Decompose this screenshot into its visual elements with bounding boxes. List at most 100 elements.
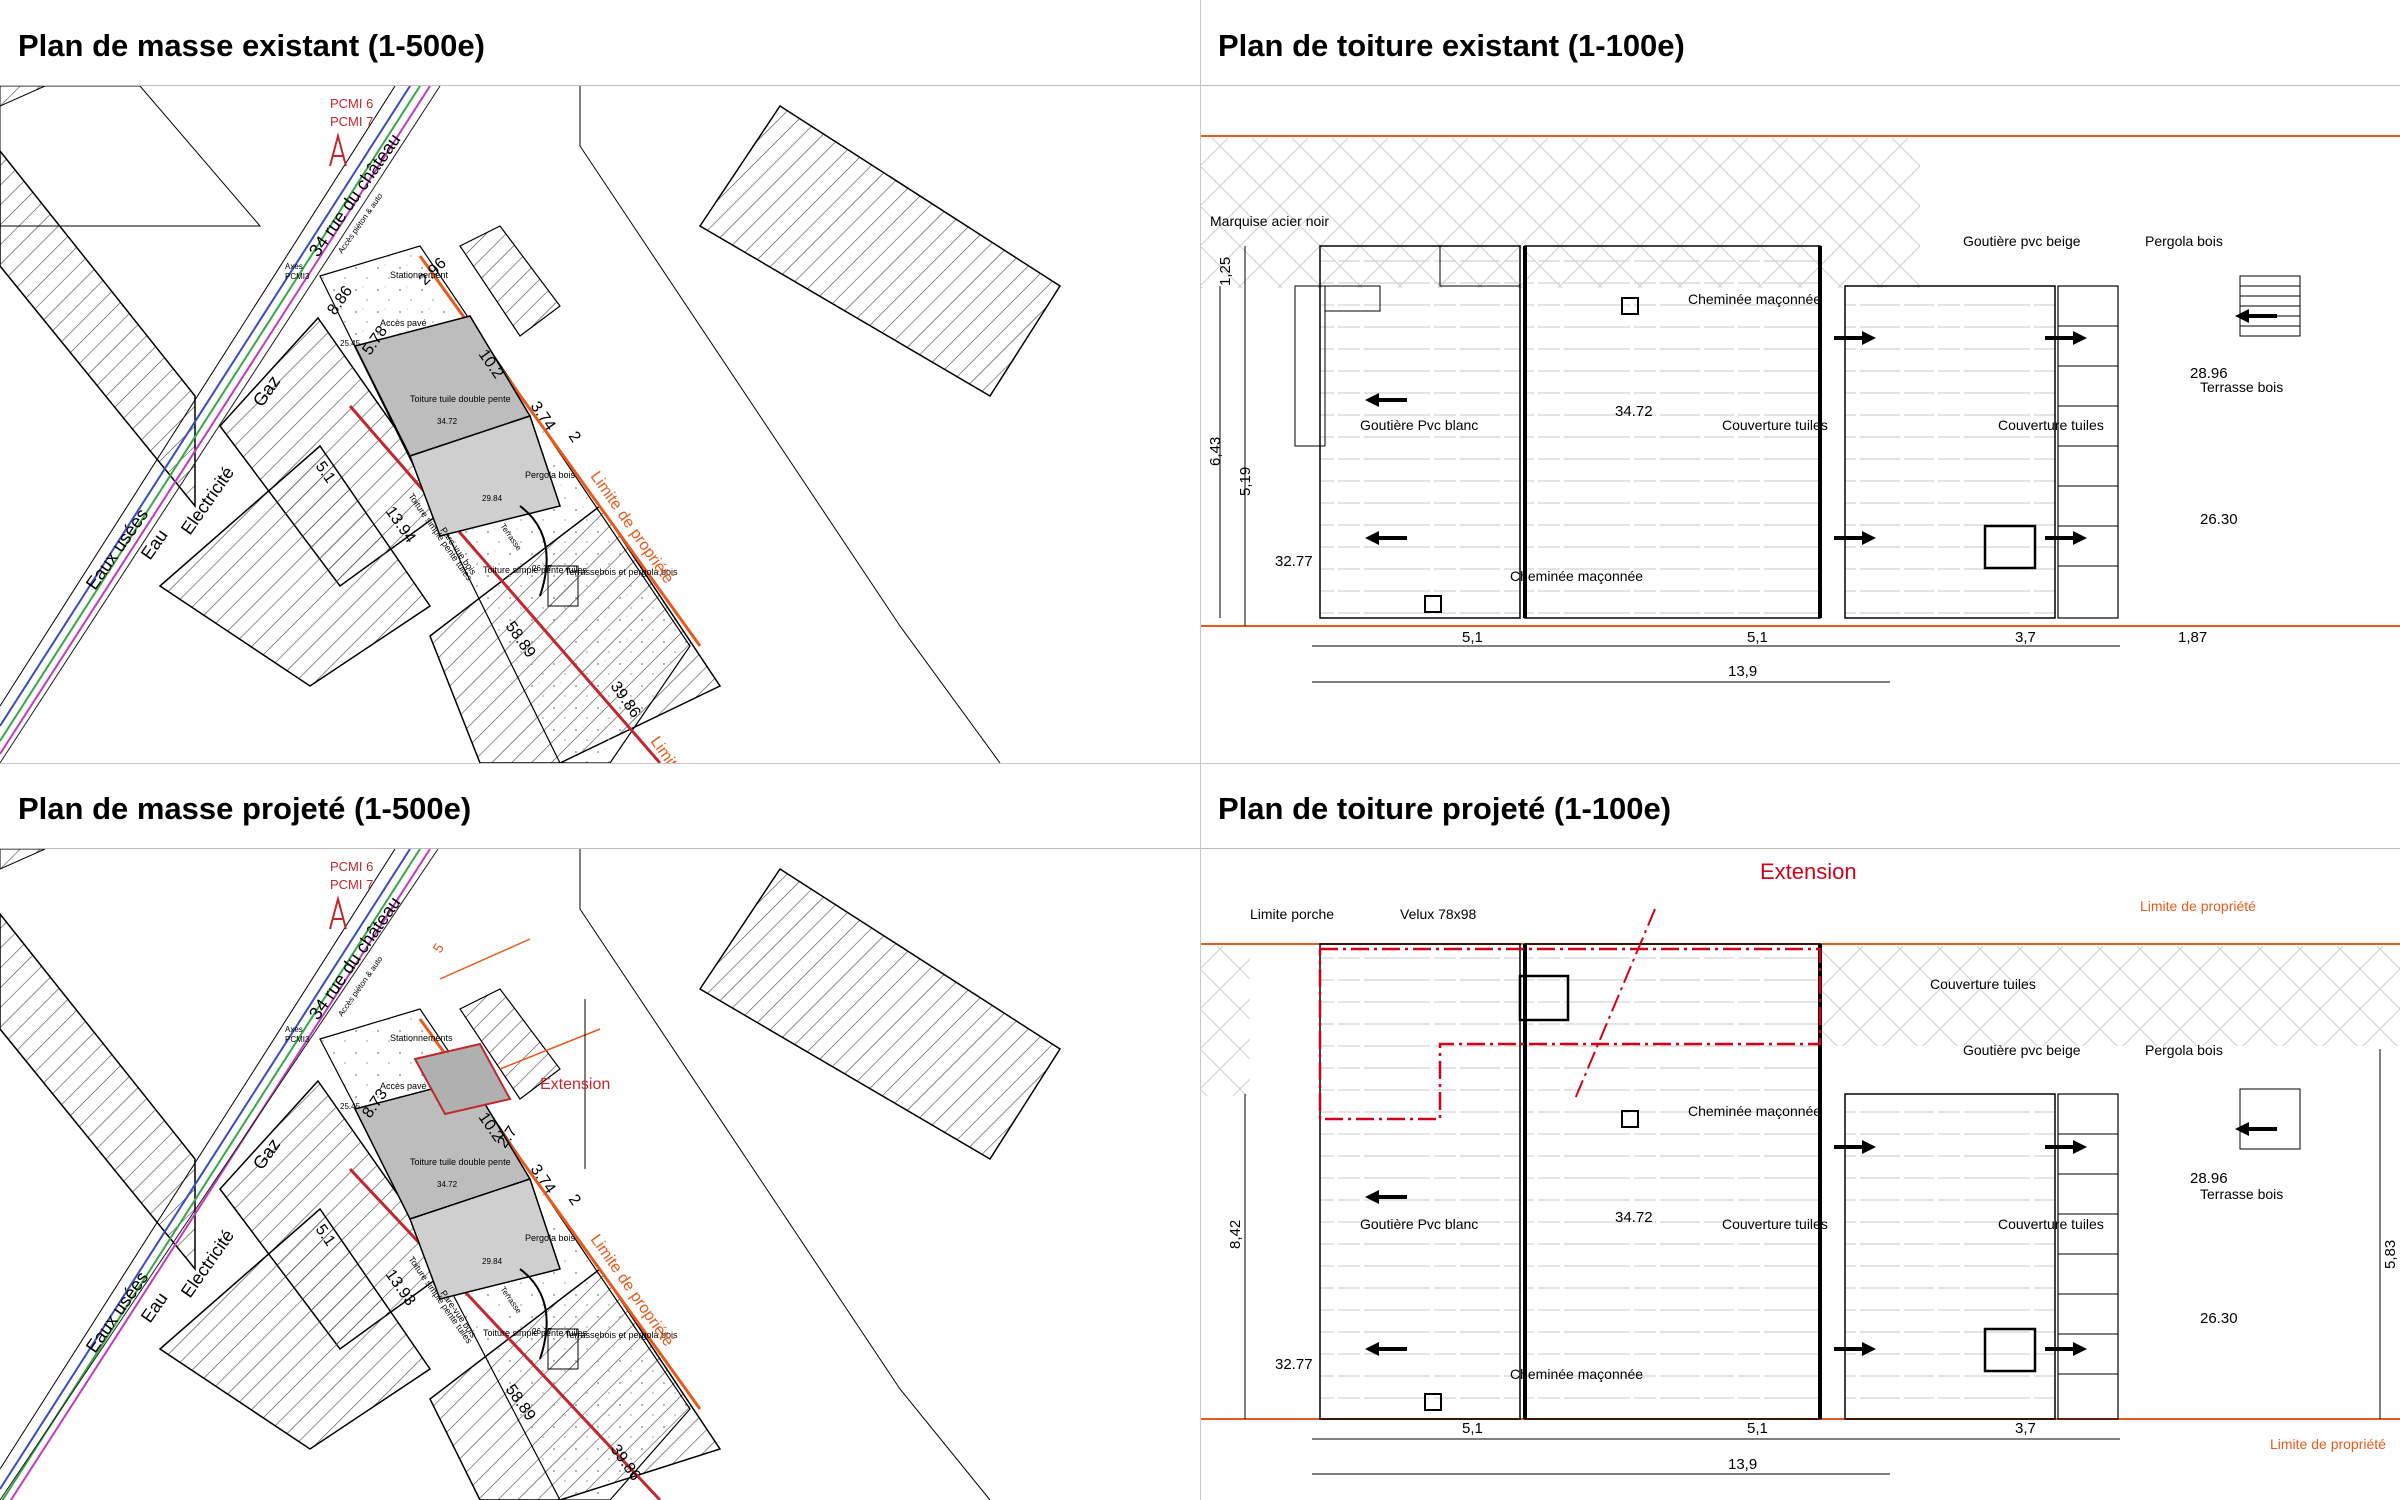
svg-text:Goutière pvc beige: Goutière pvc beige: [1963, 1042, 2081, 1058]
svg-text:Cheminée maçonnée: Cheminée maçonnée: [1688, 1103, 1821, 1119]
svg-text:5,1: 5,1: [1747, 1420, 1768, 1437]
svg-text:5,1: 5,1: [1747, 629, 1768, 646]
chimney: [1621, 297, 1639, 315]
svg-text:Couverture tuiles: Couverture tuiles: [1930, 976, 2036, 992]
panel-title: Plan de toiture projeté (1-100e): [1200, 763, 2400, 849]
svg-text:29.84: 29.84: [482, 494, 503, 503]
svg-text:PCMI3: PCMI3: [285, 272, 310, 281]
neighbour-building: [158, 444, 432, 687]
svg-text:13,9: 13,9: [1728, 663, 1757, 680]
svg-text:28.96: 28.96: [2190, 365, 2228, 382]
svg-text:Couverture tuiles: Couverture tuiles: [1998, 417, 2104, 433]
svg-text:Toiture tuile double pente: Toiture tuile double pente: [410, 1157, 511, 1167]
svg-text:Eau: Eau: [137, 1289, 172, 1327]
property-limit-label: Limite de propriété: [2140, 898, 2256, 914]
svg-text:32.77: 32.77: [1275, 553, 1313, 570]
svg-text:Goutière pvc beige: Goutière pvc beige: [1963, 233, 2081, 249]
svg-text:8,42: 8,42: [1227, 1220, 1244, 1249]
svg-text:PCMI 6: PCMI 6: [330, 859, 373, 874]
svg-text:Pergola bois: Pergola bois: [2145, 1042, 2223, 1058]
svg-text:Pergola bois: Pergola bois: [525, 470, 576, 480]
neighbour-building: [0, 149, 196, 509]
extension-label: Extension: [540, 1076, 610, 1093]
svg-text:Cheminée maçonnée: Cheminée maçonnée: [1510, 1366, 1643, 1382]
vertical-divider: [1200, 0, 1201, 1500]
panel-masse-existant: Plan de masse existant (1-500e): [0, 0, 1200, 763]
svg-text:Cheminée maçonnée: Cheminée maçonnée: [1688, 291, 1821, 307]
svg-text:5,1: 5,1: [1462, 1420, 1483, 1437]
svg-text:Terrasse bois: Terrasse bois: [2200, 1186, 2283, 1202]
svg-text:Toiture simple pente tuiles: Toiture simple pente tuiles: [483, 565, 588, 575]
extension-title: Extension: [1760, 859, 1857, 884]
svg-text:2: 2: [565, 429, 584, 446]
svg-text:Limite: Limite: [647, 734, 685, 763]
svg-text:34.72: 34.72: [1615, 403, 1653, 420]
svg-text:Stationnement: Stationnement: [390, 270, 449, 280]
svg-text:34.72: 34.72: [437, 417, 458, 426]
svg-text:Goutière Pvc blanc: Goutière Pvc blanc: [1360, 1216, 1478, 1232]
svg-text:26.37: 26.37: [532, 564, 553, 573]
svg-text:Limite porche: Limite porche: [1250, 906, 1334, 922]
svg-text:34.72: 34.72: [437, 1180, 458, 1189]
svg-text:Couverture tuiles: Couverture tuiles: [1722, 1216, 1828, 1232]
panel-title: Plan de toiture existant (1-100e): [1200, 0, 2400, 86]
svg-text:Stationnements: Stationnements: [390, 1033, 453, 1043]
svg-text:5,1: 5,1: [1462, 629, 1483, 646]
roof-plan-projected: 8,42 5,83 Extension Limite porche Velux …: [1200, 859, 2400, 1475]
svg-text:26.30: 26.30: [2200, 511, 2238, 528]
svg-text:26.30: 26.30: [2200, 1310, 2238, 1327]
svg-text:25.45: 25.45: [340, 339, 361, 348]
svg-text:Accès pavé: Accès pavé: [380, 318, 427, 328]
svg-text:29.84: 29.84: [482, 1257, 503, 1266]
svg-text:2: 2: [565, 1192, 584, 1209]
neighbour-building: [698, 104, 1062, 398]
extension-area: [413, 1042, 512, 1116]
svg-text:Accès pavé: Accès pavé: [380, 1081, 427, 1091]
horizontal-divider: [0, 763, 2400, 764]
svg-text:Goutière Pvc blanc: Goutière Pvc blanc: [1360, 417, 1478, 433]
svg-text:Couverture tuiles: Couverture tuiles: [1722, 417, 1828, 433]
water-network: [0, 86, 421, 742]
label-marquise: Marquise acier noir: [1210, 213, 1329, 229]
svg-text:Toiture simple pente tuiles: Toiture simple pente tuiles: [483, 1328, 588, 1338]
panel-toiture-projete: Plan de toiture projeté (1-100e): [1200, 763, 2400, 1500]
svg-text:Pergola bois: Pergola bois: [2145, 233, 2223, 249]
roof-section: [1524, 245, 1821, 619]
svg-text:5,83: 5,83: [2382, 1240, 2399, 1269]
svg-text:6,43: 6,43: [1207, 437, 1224, 466]
svg-text:Terrassebois et pergola bois: Terrassebois et pergola bois: [565, 1330, 678, 1340]
svg-text:28.96: 28.96: [2190, 1170, 2228, 1187]
svg-text:Velux 78x98: Velux 78x98: [1400, 906, 1476, 922]
svg-text:32.77: 32.77: [1275, 1356, 1313, 1373]
panel-title: Plan de masse projeté (1-500e): [0, 763, 1200, 849]
roof-plan-existing: 1,25 6,43 5,19 Marquise acier noir Chemi…: [1200, 135, 2400, 683]
house-annex: [409, 415, 561, 537]
svg-text:1,87: 1,87: [2178, 629, 2207, 646]
svg-text:26.37: 26.37: [532, 1327, 553, 1336]
svg-text:3,7: 3,7: [2015, 629, 2036, 646]
svg-text:25.45: 25.45: [340, 1102, 361, 1111]
svg-text:Axes: Axes: [285, 262, 303, 271]
svg-text:Toiture tuile double pente: Toiture tuile double pente: [410, 394, 511, 404]
svg-text:1,25: 1,25: [1217, 257, 1234, 286]
roof-section: [1844, 285, 2056, 619]
svg-text:5: 5: [429, 940, 447, 956]
svg-text:PCMI3: PCMI3: [285, 1035, 310, 1044]
svg-text:Terrasse bois: Terrasse bois: [2200, 379, 2283, 395]
svg-text:Pergola bois: Pergola bois: [525, 1233, 576, 1243]
svg-text:Axes: Axes: [285, 1025, 303, 1034]
svg-text:3,7: 3,7: [2015, 1420, 2036, 1437]
site-plan-projected: PCMI 6 PCMI 7 34 rue du château Eaux usé…: [0, 849, 1062, 1500]
pcmi6-label: PCMI 6: [330, 96, 373, 111]
svg-text:PCMI 7: PCMI 7: [330, 877, 373, 892]
svg-text:34.72: 34.72: [1615, 1209, 1653, 1226]
panel-title: Plan de masse existant (1-500e): [0, 0, 1200, 86]
panel-masse-projete: Plan de masse projeté (1-500e): [0, 763, 1200, 1500]
site-plan-existing: PCMI 6 PCMI 7 34 rue du château Eaux usé…: [0, 86, 1062, 763]
svg-text:5,19: 5,19: [1237, 467, 1254, 496]
velux: [1518, 974, 1570, 1022]
svg-text:Terrassebois et pergola bois: Terrassebois et pergola bois: [565, 567, 678, 577]
eau-label: Eau: [137, 526, 172, 564]
panel-toiture-existant: Plan de toiture existant (1-100e): [1200, 0, 2400, 763]
extension-outline: [1318, 947, 1822, 1121]
